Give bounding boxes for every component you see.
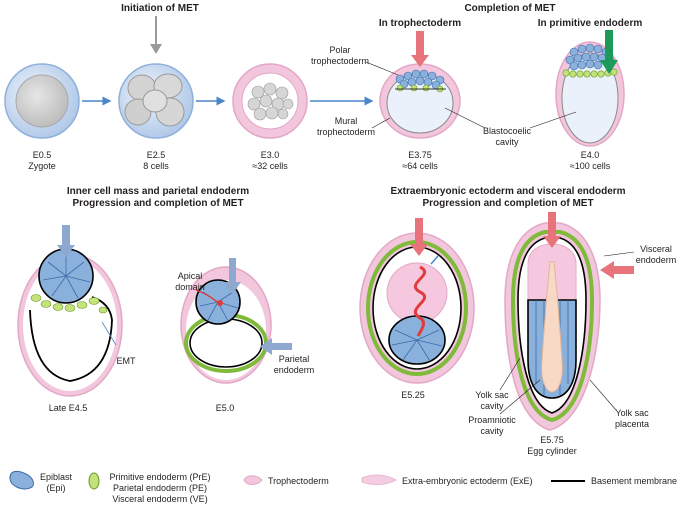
legend-exe: Extra-embryonic ectoderm (ExE) <box>361 474 533 486</box>
stage-cells: ≈100 cells <box>570 161 611 171</box>
label-apical-2: domain <box>175 282 205 292</box>
header-exe-line2: Progression and completion of MET <box>422 198 593 209</box>
embryo-e525 <box>359 218 475 384</box>
legend-troph: Trophectoderm <box>268 476 329 486</box>
header-completion: Completion of MET <box>464 3 555 14</box>
label-yolk-cavity-1: Yolk sac <box>475 390 509 400</box>
label-egg-cylinder: Egg cylinder <box>527 446 577 456</box>
e575-leader-lines <box>499 251 635 415</box>
stage-day: E3.0 <box>261 150 280 160</box>
label-yolk-placenta-1: Yolk sac <box>615 408 649 418</box>
label-emt: EMT <box>117 356 137 366</box>
legend-trophectoderm: Trophectoderm <box>243 475 329 486</box>
legend-pre-2: Parietal endoderm (PE) <box>113 483 207 493</box>
blastocoel-leader-left <box>444 107 486 129</box>
stage-cells: ≈64 cells <box>402 161 438 171</box>
label-apical-1: Apical <box>178 271 203 281</box>
legend-endoderm: Primitive endoderm (PrE) Parietal endode… <box>88 472 211 504</box>
stage-captions: E0.5 Zygote E2.5 8 cells E3.0 ≈32 cells … <box>28 150 610 171</box>
label-visceral-1: Visceral <box>640 244 672 254</box>
label-e575: E5.75 <box>540 435 564 445</box>
legend: Epiblast (Epi) Primitive endoderm (PrE) … <box>9 470 677 504</box>
embryo-late-e45 <box>17 225 123 397</box>
label-late-e45: Late E4.5 <box>49 403 88 413</box>
header-icm-line2: Progression and completion of MET <box>72 198 243 209</box>
blastocoel-leader-right <box>529 111 577 129</box>
embryo-e575 <box>504 212 634 431</box>
label-polar-2: trophectoderm <box>311 56 369 66</box>
header-initiation: Initiation of MET <box>121 3 199 14</box>
stage-cells: Zygote <box>28 161 56 171</box>
stage-day: E2.5 <box>147 150 166 160</box>
label-mural-1: Mural <box>335 116 358 126</box>
morula-embryo <box>232 63 308 139</box>
label-parietal-1: Parietal <box>279 354 310 364</box>
header-in-primitive-endoderm: In primitive endoderm <box>538 18 643 29</box>
legend-pre-3: Visceral endoderm (VE) <box>112 494 207 504</box>
label-e525: E5.25 <box>401 390 425 400</box>
embryo-e50 <box>180 258 292 384</box>
header-in-trophectoderm: In trophectoderm <box>379 18 461 29</box>
trophectoderm-red-arrow <box>411 31 429 67</box>
legend-basement-membrane: Basement membrane <box>551 476 677 486</box>
stage-day: E0.5 <box>33 150 52 160</box>
legend-pre-1: Primitive endoderm (PrE) <box>109 472 210 482</box>
stage-day: E4.0 <box>581 150 600 160</box>
label-proam-2: cavity <box>480 426 504 436</box>
label-blastocoel-2: cavity <box>495 137 519 147</box>
label-yolk-cavity-2: cavity <box>480 401 504 411</box>
blastocyst-e40 <box>555 30 625 147</box>
label-polar-1: Polar <box>329 45 350 55</box>
legend-exe-text: Extra-embryonic ectoderm (ExE) <box>402 476 533 486</box>
polar-leader-line <box>365 61 399 76</box>
zygote-embryo <box>4 63 80 139</box>
stage-day: E3.75 <box>408 150 432 160</box>
label-blastocoel-1: Blastocoelic <box>483 126 532 136</box>
label-mural-2: trophectoderm <box>317 127 375 137</box>
mural-leader-line <box>371 117 391 129</box>
eight-cell-embryo <box>118 63 194 139</box>
label-parietal-2: endoderm <box>274 365 315 375</box>
stage-cells: ≈32 cells <box>252 161 288 171</box>
blastocyst-e375 <box>379 31 461 139</box>
legend-epi-2: (Epi) <box>46 483 65 493</box>
header-exe-line1: Extraembryonic ectoderm and visceral end… <box>390 186 625 197</box>
legend-bm-text: Basement membrane <box>591 476 677 486</box>
label-yolk-placenta-2: placenta <box>615 419 649 429</box>
header-icm-line1: Inner cell mass and parietal endoderm <box>67 186 249 197</box>
stage-cells: 8 cells <box>143 161 169 171</box>
initiation-arrow <box>150 16 162 54</box>
legend-epi-1: Epiblast <box>40 472 73 482</box>
label-visceral-2: endoderm <box>636 255 677 265</box>
legend-epiblast: Epiblast (Epi) <box>9 470 73 493</box>
label-proam-1: Proamniotic <box>468 415 516 425</box>
primitive-endoderm-green-arrow <box>600 30 618 74</box>
label-e50: E5.0 <box>216 403 235 413</box>
